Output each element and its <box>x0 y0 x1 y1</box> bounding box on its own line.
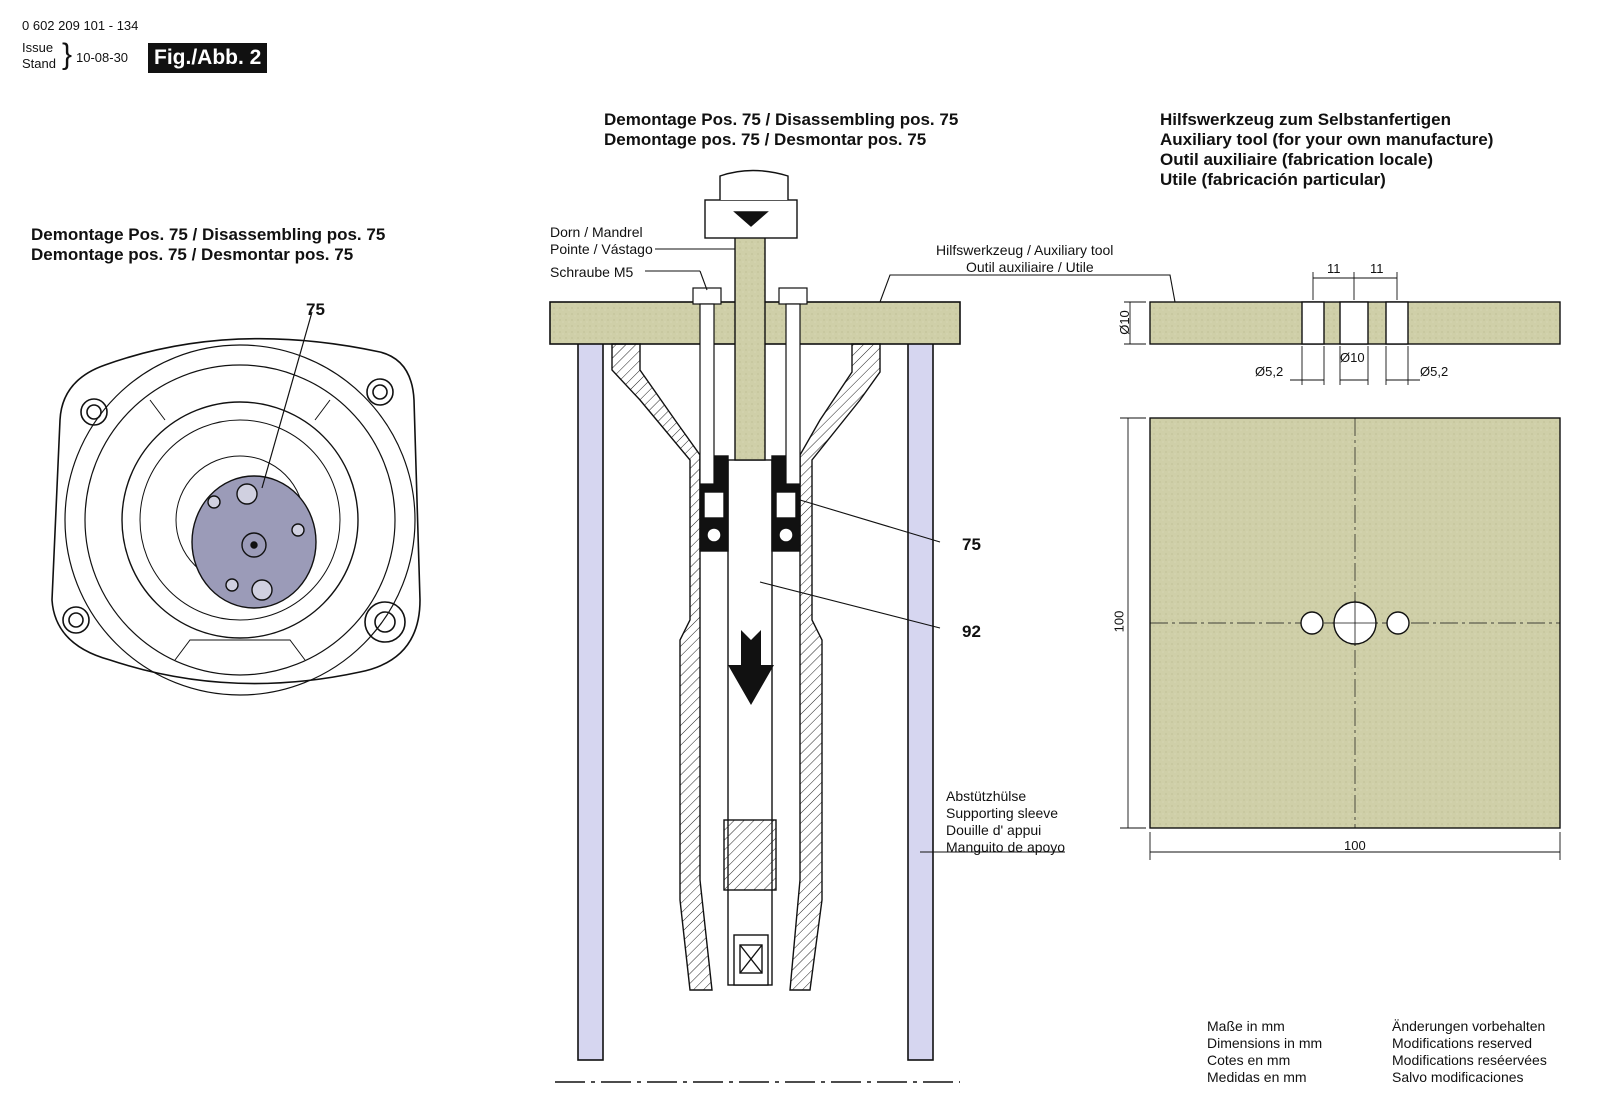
tool-plan-view <box>1149 417 1561 829</box>
spindle-92 <box>723 459 777 986</box>
right-title-line2: Auxiliary tool (for your own manufacture… <box>1160 130 1494 149</box>
dim-hole-center: Ø10 <box>1340 350 1365 365</box>
label-mandrel-2: Pointe / Vástago <box>550 241 653 257</box>
center-title-line2: Demontage pos. 75 / Desmontar pos. 75 <box>604 130 927 149</box>
right-title-line3: Outil auxiliaire (fabrication locale) <box>1160 150 1434 169</box>
footer-units-3: Cotes en mm <box>1207 1052 1291 1068</box>
brace-icon: } <box>62 38 73 71</box>
issue-label: Issue <box>22 40 54 55</box>
figure-label: Fig./Abb. 2 <box>148 43 268 73</box>
right-title-line4: Utile (fabricación particular) <box>1160 170 1386 189</box>
left-title-line1: Demontage Pos. 75 / Disassembling pos. 7… <box>31 225 386 244</box>
housing-section <box>611 343 881 991</box>
left-title-line2: Demontage pos. 75 / Desmontar pos. 75 <box>31 245 354 264</box>
callout-left-75: 75 <box>306 300 325 319</box>
dim-hole-left: Ø5,2 <box>1255 364 1284 379</box>
label-sleeve-3: Douille d' appui <box>946 822 1042 838</box>
callout-center-75: 75 <box>962 535 981 554</box>
dim-width: 100 <box>1344 838 1366 853</box>
center-leaders <box>645 248 1176 853</box>
label-sleeve-4: Manguito de apoyo <box>946 839 1066 855</box>
footer-mod-1: Änderungen vorbehalten <box>1392 1018 1546 1034</box>
label-aux-tool-1: Hilfswerkzeug / Auxiliary tool <box>936 242 1114 258</box>
part-number: 0 602 209 101 - 134 <box>22 18 139 33</box>
screw-m5 <box>692 287 808 485</box>
dim-thickness: Ø10 <box>1116 310 1132 335</box>
center-title-line1: Demontage Pos. 75 / Disassembling pos. 7… <box>604 110 959 129</box>
footer-units-2: Dimensions in mm <box>1207 1035 1323 1051</box>
footer-mod-3: Modifications reséervées <box>1392 1052 1547 1068</box>
part-75-disc <box>191 475 317 609</box>
label-aux-tool-2: Outil auxiliaire / Utile <box>966 259 1094 275</box>
top-dimension-lines <box>1124 272 1420 385</box>
issue-date: 10-08-30 <box>76 50 129 65</box>
dim-spacing-left: 11 <box>1327 261 1341 276</box>
label-sleeve-1: Abstützhülse <box>946 788 1027 804</box>
push-arrow-icon <box>728 630 774 705</box>
right-title-line1: Hilfswerkzeug zum Selbstanfertigen <box>1160 110 1451 129</box>
footer-units-4: Medidas en mm <box>1207 1069 1307 1085</box>
tool-side-view <box>1149 301 1561 345</box>
dim-hole-right: Ø5,2 <box>1420 364 1449 379</box>
footer-mod-4: Salvo modificaciones <box>1392 1069 1524 1085</box>
plan-dimension-lines <box>1120 417 1561 860</box>
dim-height: 100 <box>1111 610 1127 633</box>
dim-spacing-right: 11 <box>1370 261 1384 276</box>
stand-label: Stand <box>22 56 56 71</box>
supporting-sleeve <box>577 339 934 1061</box>
footer-mod-2: Modifications reserved <box>1392 1035 1533 1051</box>
label-mandrel-1: Dorn / Mandrel <box>550 224 643 240</box>
leader-left-75 <box>261 311 313 489</box>
mandrel <box>704 169 798 461</box>
footer-units-1: Maße in mm <box>1207 1018 1285 1034</box>
label-sleeve-2: Supporting sleeve <box>946 805 1059 821</box>
callout-center-92: 92 <box>962 622 981 641</box>
label-screw-m5: Schraube M5 <box>550 264 634 280</box>
